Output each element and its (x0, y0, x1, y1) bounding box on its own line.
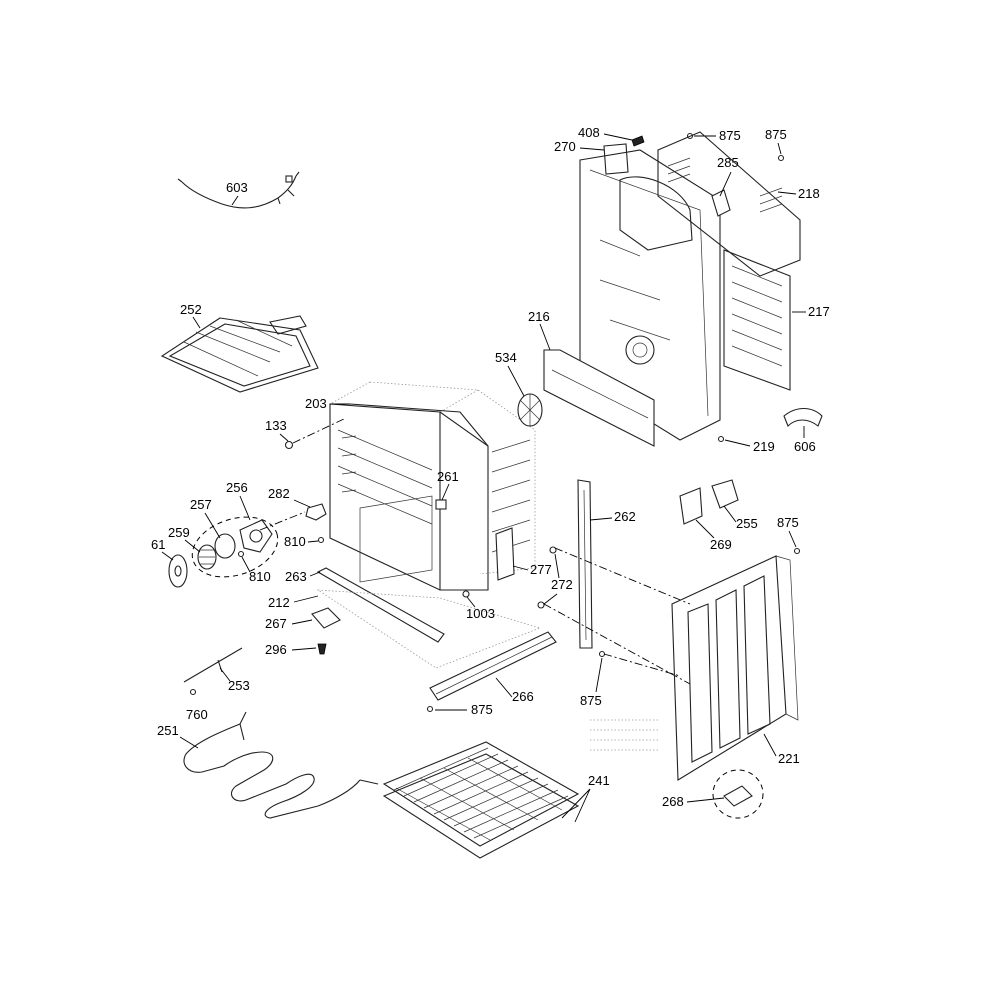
part-282 (305, 503, 327, 521)
callout-408: 408 (578, 125, 600, 140)
part-875-screw-c (686, 132, 694, 140)
callout-256: 256 (226, 480, 248, 495)
part-760-screw (189, 688, 197, 696)
callout-251: 251 (157, 723, 179, 738)
part-270 (603, 143, 629, 175)
part-241-oven-racks (382, 741, 580, 859)
part-256-group-outline (191, 516, 279, 578)
callout-268: 268 (662, 794, 684, 809)
part-1003 (462, 590, 470, 598)
part-216-shield (543, 349, 655, 447)
part-259-lens (197, 544, 217, 570)
part-253-sensor (183, 647, 243, 683)
part-603-wire-harness (177, 171, 300, 209)
callout-61: 61 (151, 537, 165, 552)
callout-270: 270 (554, 139, 576, 154)
part-810-screw-a (317, 536, 325, 544)
part-255 (711, 479, 739, 509)
part-810-screw-b (237, 550, 245, 558)
part-219 (717, 435, 725, 443)
part-251-bake-element (183, 711, 379, 819)
part-267 (311, 607, 341, 629)
callout-203: 203 (305, 396, 327, 411)
part-203-oven-cavity (329, 381, 536, 591)
part-875-screw-b (598, 650, 606, 658)
part-221-side-panel (590, 555, 799, 781)
callout-253: 253 (228, 678, 250, 693)
callout-263: 263 (285, 569, 307, 584)
part-606 (783, 407, 823, 427)
part-875-screw-e (793, 547, 801, 555)
callout-217: 217 (808, 304, 830, 319)
callout-218: 218 (798, 186, 820, 201)
part-277 (495, 527, 515, 581)
part-212-bottom-panel (316, 589, 542, 669)
part-61-cover (168, 554, 188, 588)
callout-603: 603 (226, 180, 248, 195)
part-408 (631, 135, 645, 147)
callout-266: 266 (512, 689, 534, 704)
part-296 (317, 643, 327, 655)
callout-875-b: 875 (580, 693, 602, 708)
callout-259: 259 (168, 525, 190, 540)
part-261 (435, 499, 447, 510)
callout-875-e: 875 (777, 515, 799, 530)
callout-534: 534 (495, 350, 517, 365)
part-875-screw-d (777, 154, 785, 162)
callout-1003: 1003 (466, 606, 495, 621)
callout-267: 267 (265, 616, 287, 631)
callout-219: 219 (753, 439, 775, 454)
callout-261: 261 (437, 469, 459, 484)
part-133-screw (284, 440, 294, 450)
callout-216: 216 (528, 309, 550, 324)
part-272-b (537, 601, 545, 609)
callout-262: 262 (614, 509, 636, 524)
callout-133: 133 (265, 418, 287, 433)
callout-810-b: 810 (249, 569, 271, 584)
callout-282: 282 (268, 486, 290, 501)
callout-606: 606 (794, 439, 816, 454)
part-257-bulb (214, 533, 236, 559)
part-534-fan (517, 393, 543, 427)
callout-257: 257 (190, 497, 212, 512)
part-875-screw-a (426, 705, 434, 713)
part-268 (723, 785, 753, 807)
callout-241: 241 (588, 773, 610, 788)
callout-269: 269 (710, 537, 732, 552)
callout-277: 277 (530, 562, 552, 577)
part-218-vent-cover (657, 131, 801, 277)
part-256-light-socket (239, 519, 273, 553)
part-285 (711, 189, 731, 217)
part-268-group-outline (712, 769, 764, 819)
callout-255: 255 (736, 516, 758, 531)
callout-875-c: 875 (719, 128, 741, 143)
callout-810-a: 810 (284, 534, 306, 549)
callout-760: 760 (186, 707, 208, 722)
part-272-a (549, 546, 557, 554)
part-269 (679, 487, 703, 525)
callout-296: 296 (265, 642, 287, 657)
callout-221: 221 (778, 751, 800, 766)
part-252-broil-element (160, 315, 319, 393)
callout-875-d: 875 (765, 127, 787, 142)
part-217-rear-cover (723, 249, 791, 391)
part-263-bracket (316, 567, 445, 643)
callout-285: 285 (717, 155, 739, 170)
callout-875-a: 875 (471, 702, 493, 717)
callout-212: 212 (268, 595, 290, 610)
callout-252: 252 (180, 302, 202, 317)
callout-272: 272 (551, 577, 573, 592)
